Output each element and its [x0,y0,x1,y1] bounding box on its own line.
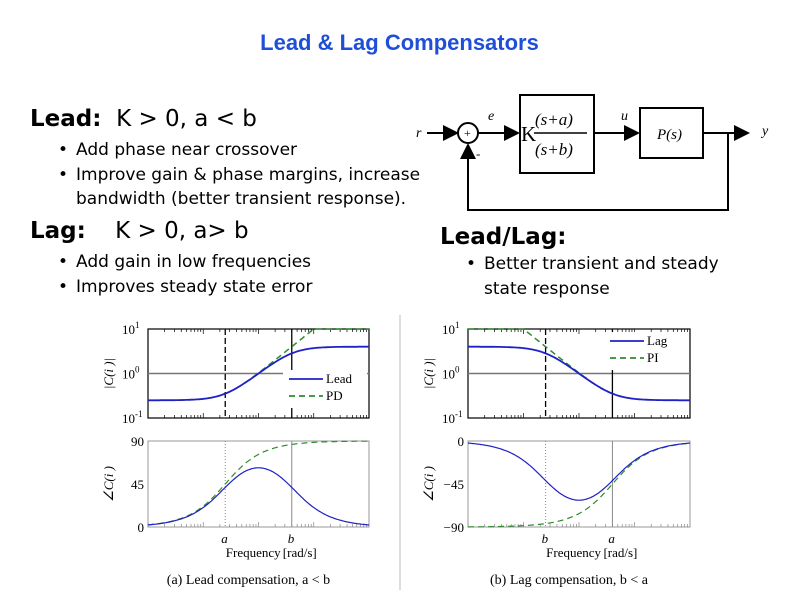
magnitude-tick-label: 10-1 [442,409,463,426]
lead-bullet: Add phase near crossover [58,138,297,162]
plant-label: P(s) [656,127,682,143]
phase-tick-label: −90 [444,520,464,535]
marker-label-b: b [542,531,549,546]
x-axis-unit: [rad/s] [603,545,637,560]
figure-caption: (a) Lead compensation, a < b [167,573,330,588]
phase-tick-label: 90 [131,434,144,449]
legend-label-lag: Lag [647,333,668,348]
marker-label-a: a [221,531,228,546]
lag-heading: Lag: K > 0, a> b [30,218,249,244]
legend-box [283,370,367,408]
phase-tick-label: −45 [444,477,464,492]
phase-tick-label: 0 [458,434,465,449]
x-axis-label: Frequency [226,545,281,560]
legend-label-pd: PD [326,388,343,403]
phase-tick-label: 45 [131,477,144,492]
marker-label-b: b [288,531,295,546]
lag-bullet: Add gain in low frequencies [58,250,311,274]
feedback-path [460,133,729,211]
magnitude-curve-lag [468,345,690,402]
figure-caption: (b) Lag compensation, b < a [490,573,649,588]
minus-sign: - [476,146,480,161]
marker-label-a: a [608,531,615,546]
label-u: u [621,109,628,124]
magnitude-tick-label: 101 [122,320,140,337]
phase-curve-lag [468,442,690,501]
magnitude-tick-label: 10-1 [122,409,143,426]
lag-condition: K > 0, a> b [115,218,249,244]
label-y: y [760,124,769,139]
gain-k: K [521,122,536,146]
phase-axis-label: ∠C(i ) [101,466,116,502]
x-axis-label: Frequency [546,545,601,560]
slide-title: Lead & Lag Compensators [260,30,539,55]
phase-curve-pd [147,440,369,526]
legend-label-lead: Lead [326,371,352,386]
phase-curve-pi [468,442,691,528]
leadlag-bullet: Better transient and steady [466,252,719,276]
magnitude-tick-label: 100 [122,365,140,382]
magnitude-axis-label: |C(i )| [101,358,116,389]
denominator: (s+b) [535,140,573,159]
lead-bullet-cont: bandwidth (better transient response). [76,189,407,209]
lead-label: Lead: [30,106,102,132]
magnitude-curve-lead [148,345,369,402]
plus-sign: + [464,126,471,140]
lag-bullet: Improves steady state error [58,275,312,299]
magnitude-tick-label: 100 [442,365,460,382]
phase-curve-lead [148,467,369,526]
leadlag-bullet-cont: state response [484,279,610,299]
legend-label-pi: PI [647,350,659,365]
phase-tick-label: 0 [138,520,145,535]
magnitude-axis-label: |C(i )| [421,358,436,389]
lag-label: Lag: [30,218,86,244]
legend-box [604,332,688,370]
lead-heading: Lead: K > 0, a < b [30,106,257,132]
numerator: (s+a) [535,110,573,129]
leadlag-heading: Lead/Lag: [440,224,567,250]
lead-condition: K > 0, a < b [116,106,257,132]
magnitude-tick-label: 101 [442,320,460,337]
phase-axis-label: ∠C(i ) [421,466,436,502]
x-axis-unit: [rad/s] [283,545,317,560]
label-e: e [488,109,494,124]
lead-bullet: Improve gain & phase margins, increase [58,163,420,187]
label-r: r [416,126,422,141]
